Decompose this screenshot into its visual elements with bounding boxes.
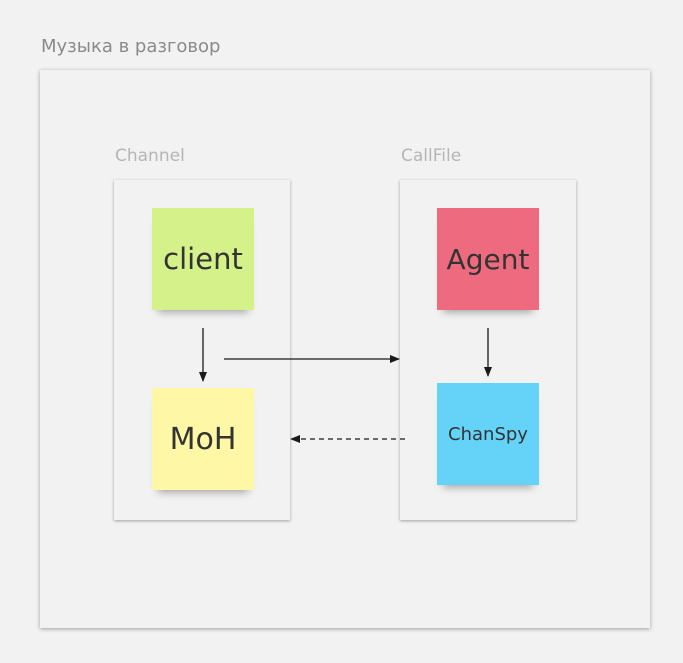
callfile-group-title: CallFile <box>401 146 462 166</box>
frame-title: Музыка в разговор <box>41 36 221 57</box>
client-sticky[interactable]: client <box>152 208 254 310</box>
agent-sticky[interactable]: Agent <box>437 208 539 310</box>
chanspy-sticky[interactable]: ChanSpy <box>437 383 539 485</box>
channel-group-title: Channel <box>115 146 185 166</box>
client-sticky-label: client <box>163 242 243 276</box>
moh-sticky-label: MoH <box>169 421 237 457</box>
agent-sticky-label: Agent <box>446 242 530 276</box>
chanspy-sticky-label: ChanSpy <box>448 423 528 445</box>
moh-sticky[interactable]: MoH <box>152 388 254 490</box>
